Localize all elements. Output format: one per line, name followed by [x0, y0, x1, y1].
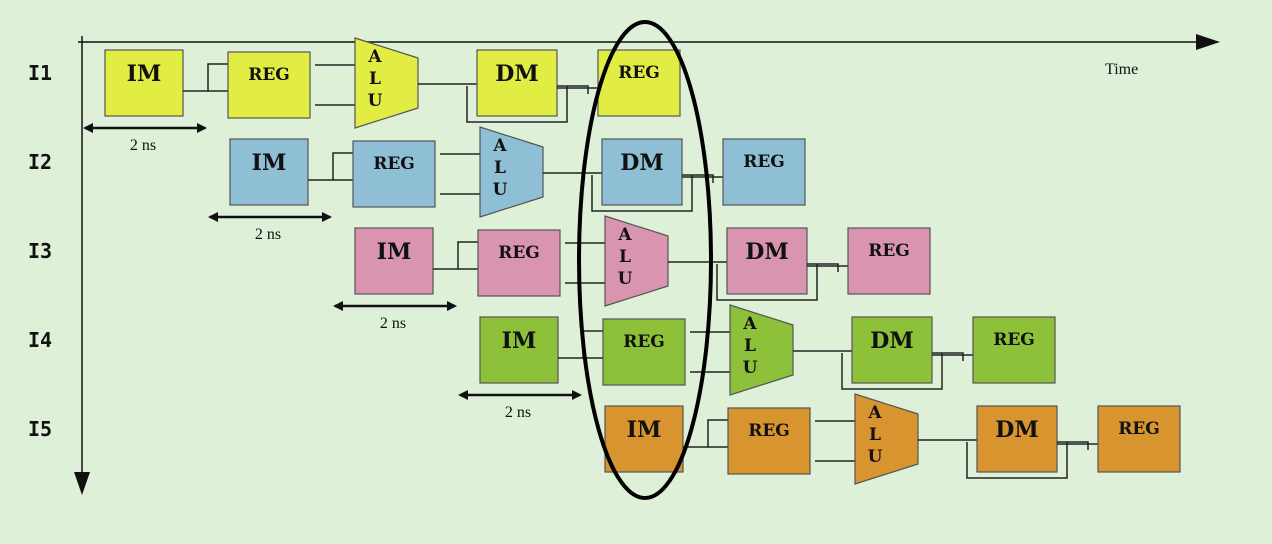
reg-write-label: REG: [618, 63, 660, 83]
highlight-ellipse: [577, 20, 713, 500]
instruction-label: I5: [28, 417, 52, 441]
im-label: IM: [627, 417, 662, 443]
reg-write-stage: [1097, 405, 1181, 473]
reg-write-stage: [847, 227, 931, 295]
reg-read-label: REG: [248, 65, 290, 85]
reg-read-stage: [477, 229, 561, 297]
dm-stage: [851, 316, 933, 384]
reg-read-stage: [602, 318, 686, 386]
reg-read-label: REG: [373, 154, 415, 174]
pipeline-row-5: I5 IM REG ALU DM REG: [28, 393, 1181, 485]
dm-reg-connector: [932, 352, 964, 361]
alu-letter: L: [744, 336, 756, 356]
dm-reg-connector: [682, 174, 714, 183]
dm-bypass-line: [466, 86, 568, 123]
dm-reg-connector: [807, 263, 839, 272]
dm-label: DM: [745, 239, 788, 265]
im-reg-connector: [433, 241, 478, 270]
alu-letter: L: [494, 158, 506, 178]
im-reg-connector: [183, 63, 228, 92]
dm-stage: [726, 227, 808, 295]
im-stage: [604, 405, 684, 473]
reg-read-stage: [352, 140, 436, 208]
reg-read-stage: [727, 407, 811, 475]
alu-stage: [354, 37, 419, 129]
reg-write-label: REG: [993, 330, 1035, 350]
alu-letter: U: [618, 269, 633, 289]
dm-reg-connector: [557, 85, 589, 94]
alu-letter: A: [492, 136, 507, 156]
dm-bypass-line: [966, 442, 1068, 479]
dm-reg-connector: [1057, 441, 1089, 450]
alu-letter: L: [869, 425, 881, 445]
alu-stage: [479, 126, 544, 218]
instruction-label: I2: [28, 150, 52, 174]
alu-letter: A: [867, 403, 882, 423]
im-stage: [104, 49, 184, 117]
dm-label: DM: [995, 417, 1038, 443]
alu-stage: [729, 304, 794, 396]
dm-label: DM: [495, 61, 538, 87]
im-reg-connector: [308, 152, 353, 181]
instruction-axis-arrowhead: [74, 472, 90, 495]
instruction-label: I3: [28, 239, 52, 263]
alu-stage: [604, 215, 669, 307]
reg-read-label: REG: [498, 243, 540, 263]
dm-label: DM: [620, 150, 663, 176]
alu-letter: L: [369, 69, 381, 89]
reg-write-label: REG: [743, 152, 785, 172]
dm-stage: [601, 138, 683, 206]
alu-letter: A: [367, 47, 382, 67]
time-axis-label: Time: [1105, 61, 1138, 78]
dm-bypass-line: [841, 353, 943, 390]
reg-read-stage: [227, 51, 311, 119]
alu-letter: U: [368, 91, 383, 111]
dm-stage: [476, 49, 558, 117]
dm-label: DM: [870, 328, 913, 354]
im-stage: [229, 138, 309, 206]
duration-label: 2 ns: [130, 137, 156, 154]
im-label: IM: [502, 328, 537, 354]
alu-letter: A: [617, 225, 632, 245]
alu-stage: [854, 393, 919, 485]
im-reg-connector: [683, 419, 728, 448]
alu-letter: U: [493, 180, 508, 200]
im-label: IM: [377, 239, 412, 265]
alu-letter: U: [868, 447, 883, 467]
reg-write-label: REG: [1118, 419, 1160, 439]
im-stage: [479, 316, 559, 384]
duration-label: 2 ns: [505, 404, 531, 421]
im-label: IM: [127, 61, 162, 87]
alu-letter: A: [742, 314, 757, 334]
duration-label: 2 ns: [380, 315, 406, 332]
reg-write-stage: [722, 138, 806, 206]
reg-write-label: REG: [868, 241, 910, 261]
dm-stage: [976, 405, 1058, 473]
reg-read-label: REG: [748, 421, 790, 441]
im-stage: [354, 227, 434, 295]
time-axis-arrowhead: [1196, 34, 1220, 50]
alu-letter: L: [619, 247, 631, 267]
instruction-label: I4: [28, 328, 52, 352]
dm-bypass-line: [716, 264, 818, 301]
instruction-label: I1: [28, 61, 52, 85]
reg-write-stage: [972, 316, 1056, 384]
im-label: IM: [252, 150, 287, 176]
dm-bypass-line: [591, 175, 693, 212]
reg-read-label: REG: [623, 332, 665, 352]
reg-write-stage: [597, 49, 681, 117]
alu-letter: U: [743, 358, 758, 378]
duration-label: 2 ns: [255, 226, 281, 243]
